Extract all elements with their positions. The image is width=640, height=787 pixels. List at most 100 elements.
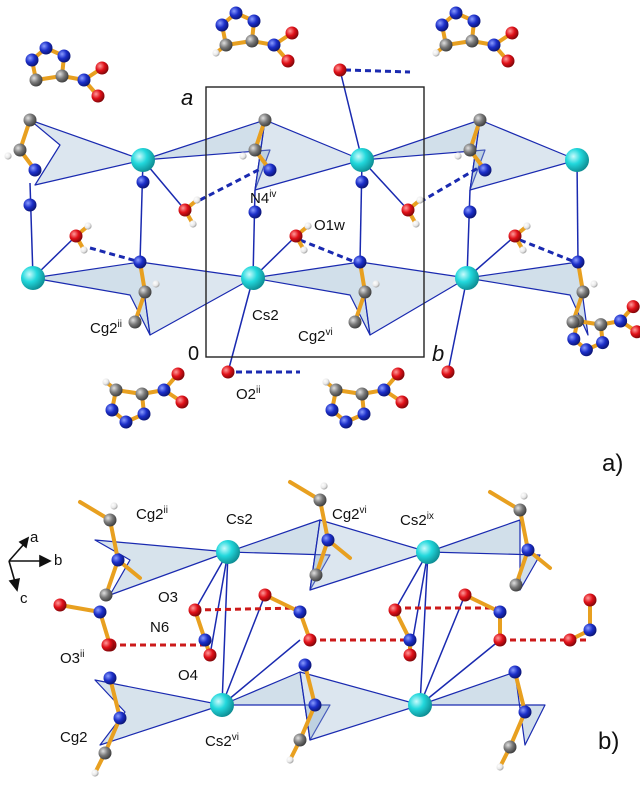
oxygen-atom [403, 648, 417, 662]
nitrogen-atom [493, 605, 507, 619]
nitrogen-atom [28, 163, 42, 177]
oxygen-atom [281, 54, 295, 68]
coordination-bond [359, 159, 363, 263]
centroid-label-cg2: Cg2 [60, 729, 88, 746]
coordination-bond [419, 639, 501, 706]
covalent-bond [108, 676, 122, 720]
polyhedra-layer [29, 119, 589, 746]
oxygen-atom [508, 229, 522, 243]
hydrogen-atom [152, 280, 160, 288]
oxygen-atom [626, 300, 640, 314]
nitrogen-atom [133, 255, 147, 269]
oxygen-atom [188, 603, 202, 617]
oxygen-atom [285, 26, 299, 40]
nitrogen-atom [353, 255, 367, 269]
nitrogen-atom [521, 543, 535, 557]
carbon-atom [503, 740, 517, 754]
nitrogen-atom [321, 533, 335, 547]
covalent-bond [58, 603, 102, 614]
nitrogen-atom [113, 711, 127, 725]
axis-label-c: c [20, 590, 28, 607]
carbon-atom [128, 315, 142, 329]
carbon-atom [465, 34, 479, 48]
oxygen-atom [203, 648, 217, 662]
unit-cell-outline [205, 86, 425, 358]
carbon-atom [135, 387, 149, 401]
covalent-bond [513, 670, 527, 714]
panel-b-tag: b) [598, 728, 620, 755]
carbon-atom [594, 318, 608, 332]
carbon-atom [245, 34, 259, 48]
hydrogen-atom [80, 246, 88, 254]
hydrogen-bond [194, 606, 301, 612]
coordination-bond [466, 189, 471, 279]
hydrogen-atom [372, 280, 380, 288]
nitrogen-atom [247, 14, 261, 28]
hydrogen-atom [454, 152, 462, 160]
nitrogen-atom [377, 383, 391, 397]
hydrogen-atom [193, 196, 201, 204]
nitrogen-atom [478, 163, 492, 177]
oxygen-atom [333, 63, 347, 77]
oxygen-atom [95, 61, 109, 75]
hydrogen-bond [89, 246, 141, 264]
oxygen-atom [69, 229, 83, 243]
centroid-label-cg2-vi-b: Cg2vi [332, 505, 367, 523]
atom-label-cs2-vi: Cs2vi [205, 732, 239, 750]
oxygen-atom [258, 588, 272, 602]
nitrogen-atom [57, 49, 71, 63]
nitrogen-atom [308, 698, 322, 712]
nitrogen-atom [357, 407, 371, 421]
oxygen-atom [53, 598, 67, 612]
hydrogen-atom [189, 220, 197, 228]
nitrogen-atom [463, 205, 477, 219]
oxygen-atom [458, 588, 472, 602]
hydrogen-atom [102, 378, 110, 386]
carbon-atom [98, 746, 112, 760]
cesium-atom [455, 266, 479, 290]
carbon-atom [329, 383, 343, 397]
oxygen-atom [303, 633, 317, 647]
carbon-atom [13, 143, 27, 157]
nitrogen-atom [571, 255, 585, 269]
cesium-atom [131, 148, 155, 172]
hydrogen-atom [322, 378, 330, 386]
nitrogen-atom [77, 73, 91, 87]
nitrogen-atom [25, 53, 39, 67]
oxygen-atom [221, 365, 235, 379]
panel-a-tag: a) [602, 450, 624, 477]
carbon-atom [355, 387, 369, 401]
oxygen-atom [583, 593, 597, 607]
oxygen-atom [505, 26, 519, 40]
carbon-atom [509, 578, 523, 592]
cesium-atom [408, 693, 432, 717]
coordination-bond [339, 69, 363, 161]
coordination-polyhedron [139, 261, 254, 336]
hydrogen-atom [110, 502, 118, 510]
oxygen-atom [493, 633, 507, 647]
carbon-atom [23, 113, 37, 127]
oxygen-atom [178, 203, 192, 217]
carbon-atom [439, 38, 453, 52]
covalent-bond [318, 498, 330, 542]
coordination-polyhedron [29, 119, 144, 186]
coordination-bond [419, 551, 429, 706]
hydrogen-atom [520, 492, 528, 500]
carbon-atom [99, 588, 113, 602]
nitrogen-atom [403, 633, 417, 647]
coordination-polyhedron [469, 119, 578, 191]
nitrogen-atom [579, 343, 593, 357]
nitrogen-atom [518, 705, 532, 719]
carbon-atom [109, 383, 123, 397]
nitrogen-atom [229, 6, 243, 20]
nitrogen-atom [325, 403, 339, 417]
carbon-atom [219, 38, 233, 52]
hydrogen-bond [419, 166, 479, 204]
coordination-bond [221, 594, 266, 706]
carbon-atom [293, 733, 307, 747]
atom-label-o2-ii: O2ii [236, 385, 261, 403]
nitrogen-atom [157, 383, 171, 397]
centroid-label-cg2-ii-b: Cg2ii [136, 505, 168, 523]
hydrogen-atom [416, 196, 424, 204]
